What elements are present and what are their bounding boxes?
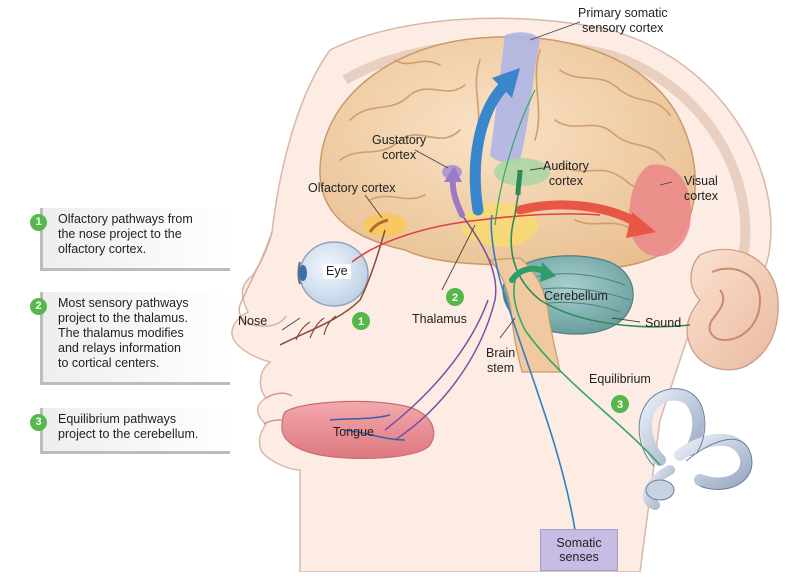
- callout-1-number: 1: [30, 214, 47, 231]
- tongue-shape: [281, 400, 435, 459]
- label-olfactory: Olfactory cortex: [308, 181, 396, 195]
- brain-stem-shape: [488, 257, 561, 373]
- callout-1: 1 Olfactory pathways from the nose proje…: [30, 208, 230, 271]
- visual-cortex-region: [628, 164, 691, 257]
- gustatory-arrowhead: [444, 166, 462, 182]
- leader-lines: [281, 21, 673, 339]
- callout-1-box: [40, 208, 230, 271]
- label-cerebellum: Cerebellum: [544, 289, 608, 303]
- somatic-cortex-arrow: [469, 79, 511, 216]
- equilibrium-pathway: [513, 279, 661, 466]
- cochlea-base: [645, 479, 675, 501]
- callout-3-box: [40, 408, 230, 454]
- label-primary-somatic: Primary somatic sensory cortex: [578, 6, 668, 35]
- callout-2-box: [40, 292, 230, 385]
- label-somatic-senses: Somatic senses: [556, 535, 602, 564]
- auditory-pathway: [510, 179, 691, 328]
- label-equilibrium: Equilibrium: [589, 372, 651, 386]
- callout-3-number: 3: [30, 414, 47, 431]
- tongue-fibers: [329, 414, 406, 441]
- label-nose: Nose: [238, 314, 268, 328]
- olfactory-cortex-region: [363, 213, 407, 237]
- auditory-arrow: [515, 169, 523, 196]
- label-sound: Sound: [645, 316, 682, 330]
- visual-arrowhead: [626, 212, 656, 238]
- eye-iris: [299, 265, 307, 281]
- label-eye: Eye: [323, 264, 351, 279]
- visual-cortex-arrow: [515, 200, 645, 230]
- somatic-pathway: [490, 214, 576, 531]
- marker-3-text: 3: [617, 399, 623, 411]
- label-brain-stem: Brain stem: [486, 346, 516, 375]
- somatic-cortex-region: [490, 32, 540, 163]
- label-auditory: Auditory cortex: [543, 159, 589, 188]
- callout-2-text: Most sensory pathways project to the tha…: [58, 296, 189, 370]
- ear-inner-fold: [708, 267, 762, 342]
- somatic-senses-box: Somatic senses: [540, 529, 618, 571]
- label-tongue: Tongue: [333, 425, 375, 439]
- callout-2-number: 2: [30, 298, 47, 315]
- marker-1: 1: [352, 312, 370, 330]
- callout-3-text: Equilibrium pathways project to the cere…: [58, 412, 199, 441]
- marker-3: 3: [611, 395, 629, 413]
- label-visual: Visual cortex: [684, 174, 719, 203]
- olfactory-pathway: [279, 229, 386, 346]
- external-ear: [686, 248, 779, 371]
- eye-front: [297, 261, 301, 285]
- marker-2-text: 2: [452, 292, 458, 304]
- nose-nerve-fibers: [295, 315, 337, 341]
- visual-pathway: [351, 213, 601, 263]
- inner-ear-outline: [638, 388, 753, 490]
- thalamic-projection: [494, 89, 536, 226]
- marker-2: 2: [446, 288, 464, 306]
- olfactory-arrow: [368, 218, 389, 233]
- label-thalamus: Thalamus: [412, 312, 467, 326]
- marker-1-text: 1: [358, 316, 364, 328]
- gustatory-pathway-2: [384, 299, 489, 431]
- somatic-arrowhead: [492, 68, 520, 98]
- callout-2: 2 Most sensory pathways project to the t…: [30, 292, 230, 385]
- callout-3: 3 Equilibrium pathways project to the ce…: [30, 408, 230, 454]
- callout-1-text: Olfactory pathways from the nose project…: [58, 212, 193, 256]
- equilibrium-arrowhead: [540, 262, 556, 282]
- gustatory-pathway: [394, 214, 497, 441]
- label-gustatory: Gustatory cortex: [372, 133, 427, 162]
- nose-shape: [238, 231, 287, 327]
